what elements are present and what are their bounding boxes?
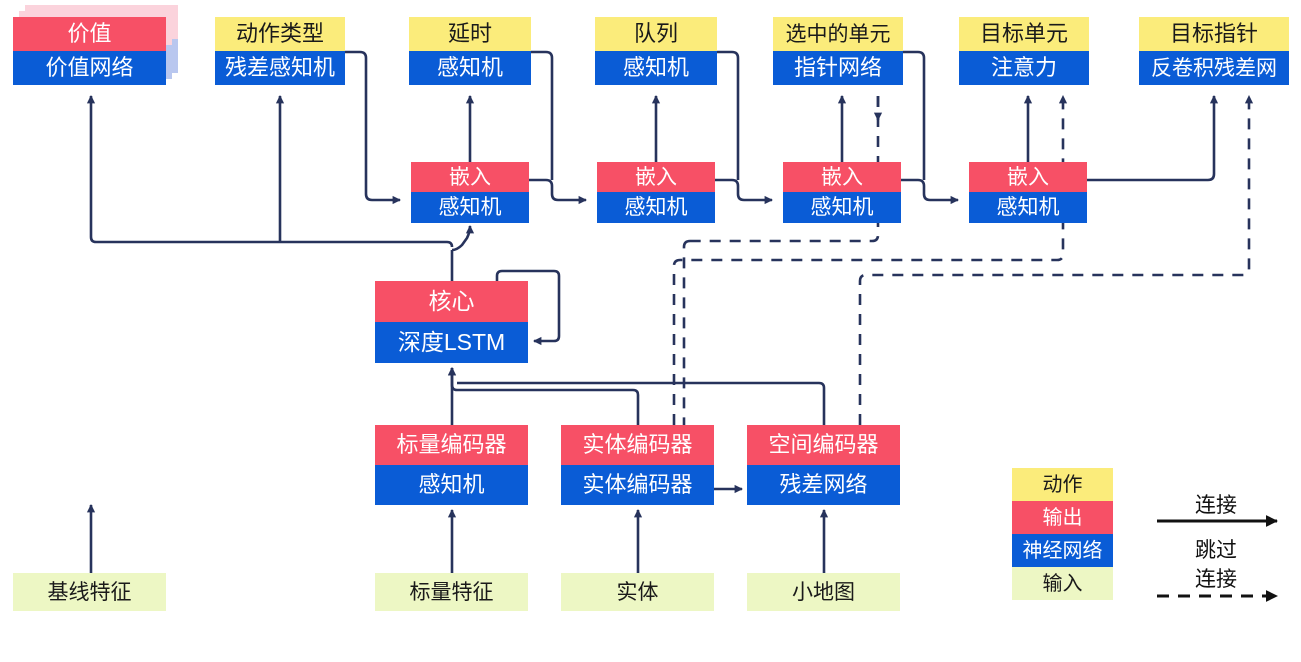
- node-queued-bottom: 感知机: [595, 51, 717, 85]
- input-scalar-features[interactable]: 标量特征: [375, 573, 528, 611]
- node-embed-2[interactable]: 嵌入 感知机: [597, 162, 715, 223]
- node-delay-top: 延时: [409, 17, 531, 51]
- node-core-bottom: 深度LSTM: [375, 322, 528, 363]
- node-core-top: 核心: [375, 281, 528, 322]
- input-minimap-label: 小地图: [747, 573, 900, 611]
- node-selected-units-bottom: 指针网络: [773, 51, 903, 85]
- node-queued[interactable]: 队列 感知机: [595, 17, 717, 85]
- input-scalar-features-label: 标量特征: [375, 573, 528, 611]
- node-embed-3-top: 嵌入: [783, 162, 901, 192]
- node-embed-4[interactable]: 嵌入 感知机: [969, 162, 1087, 223]
- node-spatial-encoder-bottom: 残差网络: [747, 465, 900, 505]
- node-embed-2-bottom: 感知机: [597, 192, 715, 223]
- node-embed-3-bottom: 感知机: [783, 192, 901, 223]
- node-embed-1[interactable]: 嵌入 感知机: [411, 162, 529, 223]
- node-embed-3[interactable]: 嵌入 感知机: [783, 162, 901, 223]
- node-selected-units-top: 选中的单元: [773, 17, 903, 51]
- node-embed-2-top: 嵌入: [597, 162, 715, 192]
- legend-swatch-output: 输出: [1012, 501, 1113, 534]
- node-target-unit[interactable]: 目标单元 注意力: [959, 17, 1089, 85]
- node-core[interactable]: 核心 深度LSTM: [375, 281, 528, 363]
- node-target-unit-top: 目标单元: [959, 17, 1089, 51]
- node-target-point-bottom: 反卷积残差网: [1139, 51, 1289, 85]
- node-value-top: 价值: [13, 17, 166, 51]
- input-minimap[interactable]: 小地图: [747, 573, 900, 611]
- node-value-bottom: 价值网络: [13, 51, 166, 85]
- node-entity-encoder-top: 实体编码器: [561, 425, 714, 465]
- input-entities-label: 实体: [561, 573, 714, 611]
- node-delay-bottom: 感知机: [409, 51, 531, 85]
- node-entity-encoder[interactable]: 实体编码器 实体编码器: [561, 425, 714, 505]
- node-queued-top: 队列: [595, 17, 717, 51]
- legend-swatch-input: 输入: [1012, 567, 1113, 600]
- node-target-point[interactable]: 目标指针 反卷积残差网: [1139, 17, 1289, 85]
- legend: 动作 输出 神经网络 输入: [1012, 468, 1113, 600]
- node-delay[interactable]: 延时 感知机: [409, 17, 531, 85]
- legend-connection-label: 连接: [1195, 494, 1237, 517]
- node-scalar-encoder[interactable]: 标量编码器 感知机: [375, 425, 528, 505]
- legend-swatch-network: 神经网络: [1012, 534, 1113, 567]
- node-action-type-top: 动作类型: [215, 17, 345, 51]
- node-selected-units[interactable]: 选中的单元 指针网络: [773, 17, 903, 85]
- node-embed-4-bottom: 感知机: [969, 192, 1087, 223]
- node-scalar-encoder-bottom: 感知机: [375, 465, 528, 505]
- node-spatial-encoder-top: 空间编码器: [747, 425, 900, 465]
- node-action-type[interactable]: 动作类型 残差感知机: [215, 17, 345, 85]
- input-baseline-features-label: 基线特征: [13, 573, 166, 611]
- legend-skip-label-line1: 跳过: [1195, 539, 1237, 562]
- legend-skip-label-line2: 连接: [1195, 568, 1237, 591]
- node-scalar-encoder-top: 标量编码器: [375, 425, 528, 465]
- input-entities[interactable]: 实体: [561, 573, 714, 611]
- node-action-type-bottom: 残差感知机: [215, 51, 345, 85]
- legend-swatch-action: 动作: [1012, 468, 1113, 501]
- node-spatial-encoder[interactable]: 空间编码器 残差网络: [747, 425, 900, 505]
- node-target-point-top: 目标指针: [1139, 17, 1289, 51]
- input-baseline-features[interactable]: 基线特征: [13, 573, 166, 611]
- node-embed-1-bottom: 感知机: [411, 192, 529, 223]
- node-embed-4-top: 嵌入: [969, 162, 1087, 192]
- node-entity-encoder-bottom: 实体编码器: [561, 465, 714, 505]
- node-embed-1-top: 嵌入: [411, 162, 529, 192]
- node-target-unit-bottom: 注意力: [959, 51, 1089, 85]
- node-value[interactable]: 价值 价值网络: [13, 17, 166, 85]
